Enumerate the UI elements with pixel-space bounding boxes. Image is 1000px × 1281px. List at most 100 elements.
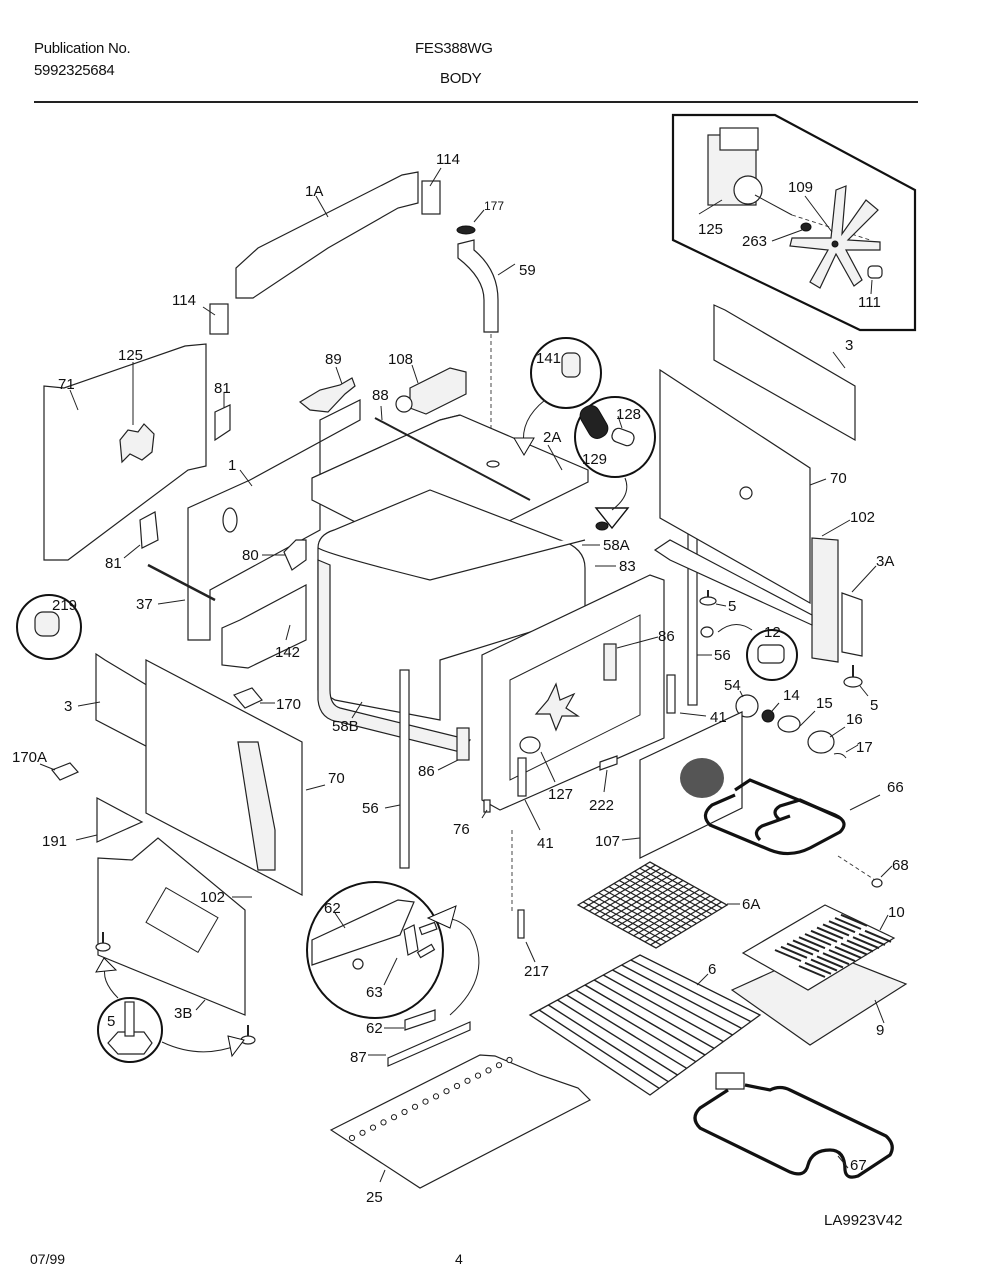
grill-slot: [798, 936, 826, 950]
leveling-leg-5-right: [843, 665, 869, 697]
strike-41-bottom: [517, 757, 527, 797]
bake-element-67: [693, 1072, 894, 1179]
rack-bar: [557, 999, 678, 1076]
grill-slot: [846, 939, 874, 953]
callout-219: 219: [52, 597, 77, 614]
rack-wire: [644, 864, 723, 909]
callout-6A: 6A: [742, 896, 760, 913]
callout-63: 63: [366, 984, 383, 1001]
plug-detail-128-129: [574, 396, 656, 531]
lower-panel-142: [221, 584, 307, 669]
callout-102: 102: [200, 889, 225, 906]
callout-108: 108: [388, 351, 413, 368]
callout-141: 141: [536, 350, 561, 367]
callout-58A: 58A: [603, 537, 630, 554]
vent-hole: [464, 1077, 471, 1084]
callout-88: 88: [372, 387, 389, 404]
callout-114: 114: [172, 292, 196, 309]
bracket-81-lower: [139, 511, 159, 549]
hinge-86-left: [456, 727, 470, 761]
callout-67: 67: [850, 1157, 867, 1174]
washer-263: [800, 222, 812, 232]
callout-16: 16: [846, 711, 863, 728]
rack-wire: [650, 901, 722, 946]
callout-62: 62: [324, 900, 341, 917]
grill-slot: [780, 945, 808, 959]
grill-slot: [840, 942, 868, 956]
rear-panel-71: [43, 343, 207, 561]
fan-blade: [789, 185, 881, 289]
callout-5: 5: [870, 697, 878, 714]
grill-slot: [798, 965, 826, 978]
callout-109: 109: [788, 179, 813, 196]
fan-cover-127: [519, 736, 556, 783]
rack-wire: [634, 870, 713, 915]
callout-128: 128: [616, 406, 641, 423]
vent-hole: [359, 1129, 366, 1136]
callout-102: 102: [850, 509, 875, 526]
callout-1A: 1A: [305, 183, 323, 200]
grill-slot: [804, 933, 832, 946]
callout-37: 37: [136, 596, 153, 613]
callout-125: 125: [118, 347, 143, 364]
callout-5: 5: [107, 1013, 115, 1030]
footer-date: 07/99: [30, 1251, 66, 1267]
callout-177: 177: [484, 199, 504, 213]
grill-slot: [804, 961, 832, 975]
grill-slot: [864, 929, 892, 943]
rack-6: [528, 954, 762, 1096]
clip-68: [871, 865, 893, 888]
rack-bar: [612, 969, 733, 1036]
rack-wire: [633, 892, 706, 937]
callout-170A: 170A: [12, 749, 47, 766]
callout-70: 70: [830, 470, 847, 487]
rack-wire: [639, 867, 718, 912]
callout-80: 80: [242, 547, 259, 564]
limit-switch-detail-141: [513, 337, 602, 456]
rack-wire: [638, 895, 711, 940]
publication-label: Publication No.: [34, 40, 131, 57]
bottom-panel-25: [329, 1054, 592, 1189]
callout-81: 81: [214, 380, 231, 397]
temp-sensor-37: [147, 563, 216, 605]
callout-41: 41: [537, 835, 554, 852]
callout-3: 3: [845, 337, 853, 354]
vent-hole: [369, 1124, 377, 1131]
thermostat-detail-219: [16, 594, 82, 660]
grill-slot: [792, 939, 820, 953]
callout-107: 107: [595, 833, 620, 850]
grill-slot: [774, 949, 802, 962]
broil-element-66: [703, 778, 881, 856]
callout-83: 83: [619, 558, 636, 575]
grill-slot: [816, 955, 844, 969]
rack-bar: [602, 974, 724, 1043]
grill-slot: [834, 917, 862, 930]
right-side-panels: [653, 304, 877, 663]
callout-14: 14: [783, 687, 800, 704]
callout-70: 70: [328, 770, 345, 787]
bracket-76: [483, 799, 491, 813]
callout-15: 15: [816, 695, 833, 712]
callout-76: 76: [453, 821, 470, 838]
bracket-217: [517, 909, 525, 939]
rack-wire: [623, 876, 702, 921]
callout-127: 127: [548, 786, 573, 803]
rack-6A: [576, 861, 740, 949]
callout-12: 12: [764, 624, 781, 641]
rack-wire: [644, 898, 717, 943]
rail-87: [387, 1021, 471, 1067]
callout-81: 81: [105, 555, 122, 572]
rack-support-62: [404, 1009, 436, 1031]
callout-10: 10: [888, 904, 905, 921]
vent-hole: [474, 1072, 482, 1079]
rack-wire: [627, 889, 700, 934]
convection-motor: [707, 127, 793, 216]
rack-bar: [547, 1004, 669, 1083]
grill-slot: [822, 952, 850, 966]
rack-bar: [630, 959, 752, 1023]
callout-3A: 3A: [876, 553, 894, 570]
rack-bar: [575, 989, 697, 1063]
broiler-pan: [730, 904, 908, 1046]
grill-slot: [822, 923, 850, 937]
